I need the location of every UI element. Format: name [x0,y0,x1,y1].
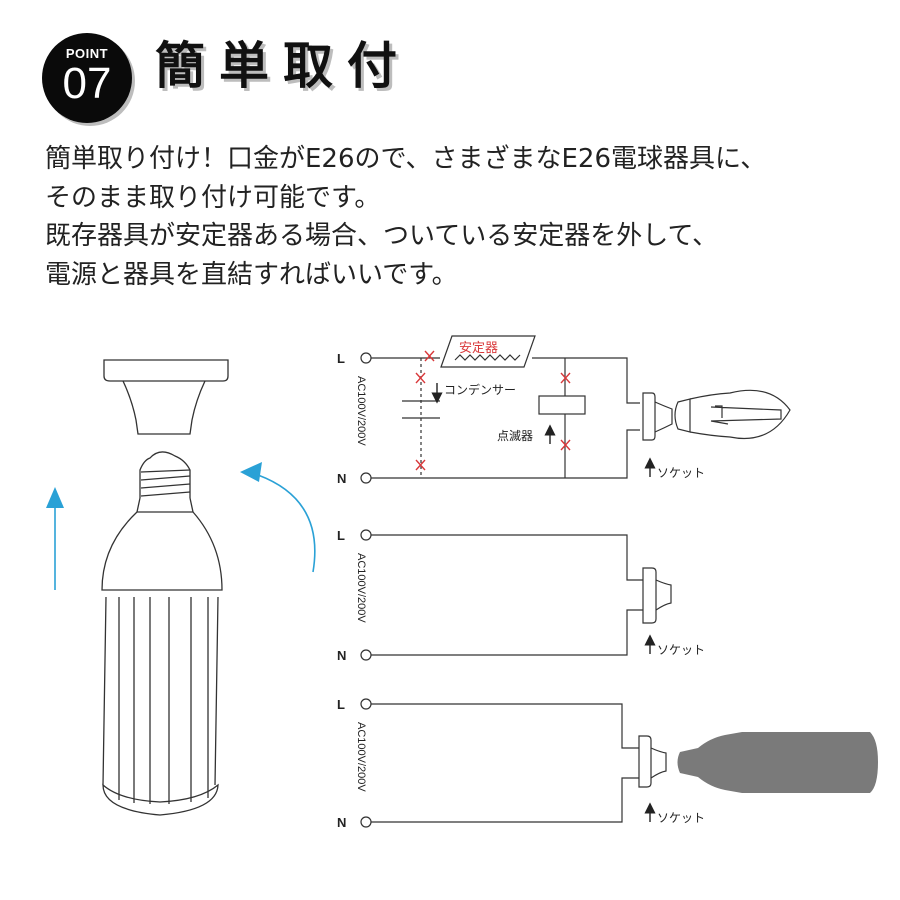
description-line: 電源と器具を直結すればいいです。 [45,259,458,290]
rotate-arrow-icon [240,462,316,573]
starter-label: 点滅器 [497,429,533,443]
led-corn-bulb [101,451,223,816]
circuit-led-installed: L N AC100V/200V ソケット [337,697,878,830]
socket-label: ソケット [657,811,705,825]
capacitor-label: コンデンサー [444,382,516,397]
point-badge: POINT 07 [42,33,132,123]
voltage-label: AC100V/200V [355,553,367,623]
badge-label: POINT [65,46,109,61]
lift-arrow-icon [46,487,64,590]
circuit-socket-only: L N AC100V/200V ソケット [337,528,705,663]
voltage-label: AC100V/200V [355,376,367,446]
ballast-label: 安定器 [459,341,498,356]
terminal-N: N [337,471,346,486]
socket-label: ソケット [657,643,705,657]
terminal-N: N [337,648,346,663]
terminal-L: L [337,697,345,712]
terminal-N: N [337,815,346,830]
voltage-label: AC100V/200V [355,722,367,792]
led-bulb-silhouette [677,732,878,793]
socket-label: ソケット [657,466,705,480]
description: 簡単取り付け！口金がE26ので、さまざまなE26電球器具に、 そのまま取り付け可… [45,140,766,294]
badge-number: 07 [62,59,112,108]
description-line: そのまま取り付け可能です。 [45,182,381,213]
terminal-L: L [337,351,345,366]
socket-illustration [103,359,229,435]
page-title: 簡単取付 [155,37,411,95]
description-line: 既存器具が安定器ある場合、ついている安定器を外して、 [45,221,719,251]
circuit-with-ballast: L N AC100V/200V 安定器 コンデンサー 点滅器 ソケット [337,335,791,486]
description-line: 簡単取り付け！口金がE26ので、さまざまなE26電球器具に、 [45,144,767,174]
terminal-L: L [337,528,345,543]
